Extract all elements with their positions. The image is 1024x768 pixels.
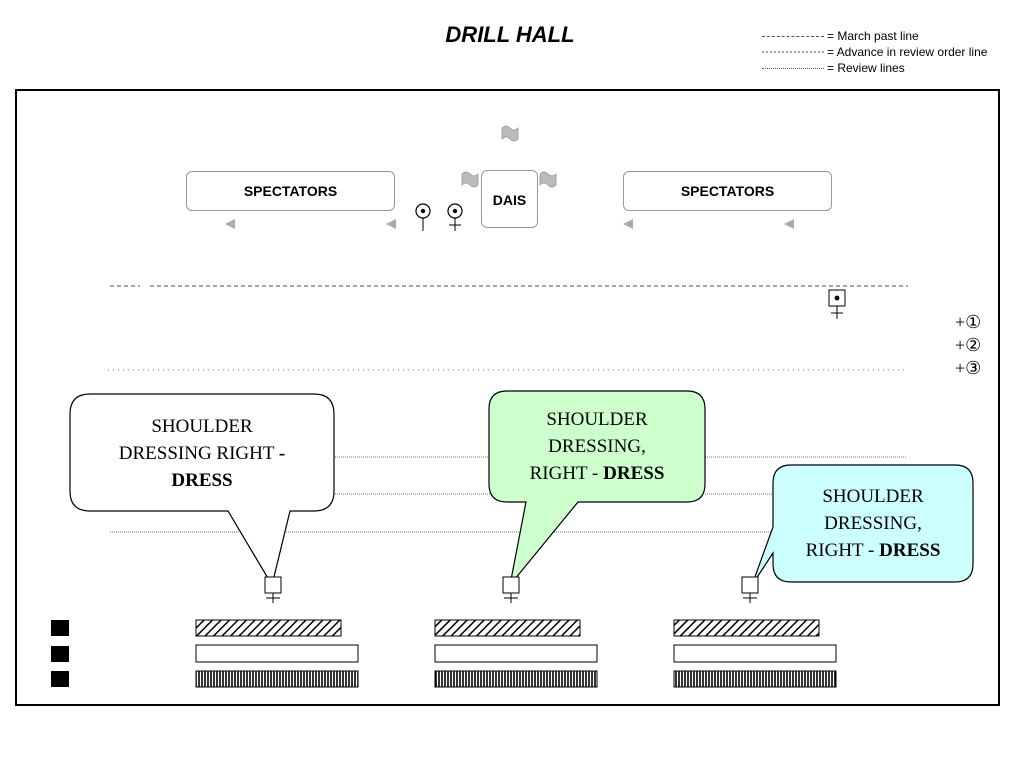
callout-line: SHOULDER [546, 409, 648, 430]
review-line-swatch [762, 67, 824, 69]
legend: = March past line = Advance in review or… [762, 28, 987, 76]
centre-rank-bar [195, 644, 359, 663]
legend-item-review: = Review lines [762, 60, 987, 76]
callout-bubble [69, 393, 335, 587]
left-arrow-icon [386, 219, 396, 229]
centre-rank-bar [673, 644, 837, 663]
callout-line: SHOULDER [822, 486, 924, 507]
advance-line-swatch [762, 51, 824, 53]
parade-commander-icon [828, 289, 846, 319]
rear-rank-bar [434, 670, 598, 688]
rank-marker-square [51, 646, 69, 662]
officer-icon [447, 203, 463, 231]
flag-icon [501, 125, 519, 142]
callout-line: DRESSING RIGHT - [118, 443, 286, 464]
drill-hall-border [15, 89, 1000, 706]
front-rank-bar [195, 619, 342, 637]
front-rank-bar [673, 619, 820, 637]
callout-bubble [488, 390, 706, 586]
rear-rank-bar [673, 670, 837, 688]
right-marker-icon [264, 576, 282, 603]
left-arrow-icon [784, 219, 794, 229]
legend-item-advance: = Advance in review order line [762, 44, 987, 60]
rear-rank-bar [195, 670, 359, 688]
callout-bubble [751, 464, 974, 586]
dais-box: DAIS [481, 170, 538, 228]
callout-line: DRESSING, [824, 513, 922, 534]
legend-label: = March past line [827, 29, 919, 43]
callout-line: SHOULDER [151, 416, 253, 437]
march-past-line-swatch [762, 35, 824, 37]
spectators-left-box: SPECTATORS [186, 171, 395, 211]
callout-line: DRESSING, [548, 436, 646, 457]
callout-line: RIGHT - DRESS [529, 463, 665, 484]
callout-line: RIGHT - DRESS [805, 540, 941, 561]
callout-text-3: SHOULDER DRESSING, RIGHT - DRESS [776, 483, 970, 564]
legend-item-march-past: = March past line [762, 28, 987, 44]
flag-icon [539, 171, 557, 188]
callout-text-1: SHOULDER DRESSING RIGHT - DRESS [75, 413, 329, 494]
front-rank-bar [434, 619, 581, 637]
legend-label: = Review lines [827, 61, 905, 75]
right-marker-icon [502, 576, 520, 603]
reviewing-officer-icon [415, 203, 431, 231]
left-arrow-icon [623, 219, 633, 229]
page-title: DRILL HALL [445, 22, 575, 47]
legend-label: = Advance in review order line [827, 45, 988, 59]
rank-label-2: +② [955, 335, 982, 355]
rank-label-1: +① [955, 312, 982, 332]
left-arrow-icon [225, 219, 235, 229]
centre-rank-bar [434, 644, 598, 663]
spectators-right-box: SPECTATORS [623, 171, 832, 211]
rank-labels: +① +② +③ [955, 311, 981, 380]
rank-marker-square [51, 620, 69, 636]
rank-label-3: +③ [955, 358, 982, 378]
callout-line: DRESS [171, 470, 233, 491]
callout-text-2: SHOULDER DRESSING, RIGHT - DRESS [492, 406, 702, 487]
right-marker-icon [741, 576, 759, 603]
rank-marker-square [51, 671, 69, 687]
flag-icon [461, 171, 479, 188]
